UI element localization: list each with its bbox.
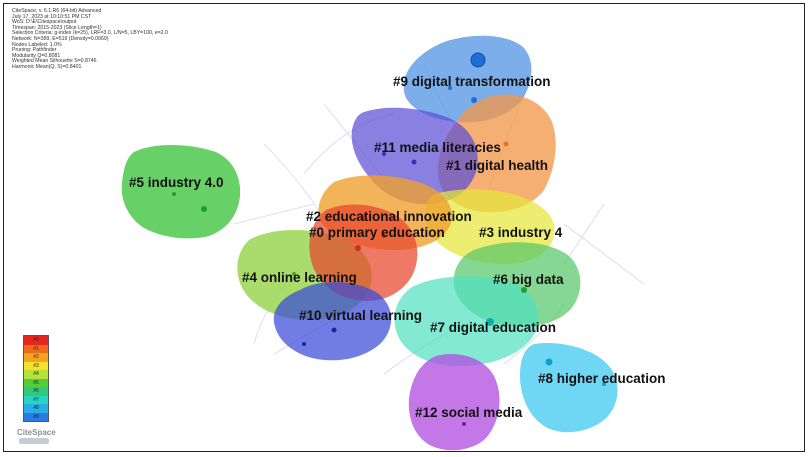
node [471,97,477,103]
node [503,141,509,147]
cluster-label-1: #1 digital health [446,158,548,173]
cluster-nodes [172,52,606,426]
node [201,206,207,212]
hull-0-primary-education [309,204,418,301]
legend-item: #9 [24,412,48,421]
node [302,342,306,346]
hull-8-higher-education [520,342,618,433]
meta-line: Network: N=389, E=519 (Density=0.0069) [12,35,109,42]
meta-line: CiteSpace, v. 6.1.R6 (64-bit) Advanced [12,8,102,14]
legend-item: #3 [24,361,48,370]
citespace-network-panel: CiteSpace, v. 6.1.R6 (64-bit) Advanced J… [3,3,805,452]
cluster-network-map[interactable]: #9 digital transformation #11 media lite… [4,4,804,451]
cluster-label-2: #2 educational innovation [306,209,472,224]
meta-line: Pruning: Pathfinder [12,47,57,54]
node [292,272,296,276]
cluster-label-9: #9 digital transformation [393,74,551,89]
cluster-label-10: #10 virtual learning [299,308,422,323]
legend-item: #6 [24,387,48,396]
node [602,382,606,386]
node [361,215,367,221]
meta-line: WoS: D:\E\Citespace\output [12,19,77,26]
hull-7-digital-education [394,276,539,366]
legend-item: #7 [24,395,48,404]
cluster-label-6: #6 big data [493,272,564,287]
legend-item: #8 [24,404,48,413]
node [486,318,494,326]
cluster-label-8: #8 higher education [538,371,666,386]
hull-10-virtual-learning [273,281,392,361]
hull-5-industry [121,145,241,239]
cluster-label-5: #5 industry 4.0 [129,175,224,190]
meta-line: Timespan: 2015-2023 (Slice Length=1) [12,24,102,31]
node [382,234,386,238]
meta-line: Weighted Mean Silhouette S=0.8746 [12,58,97,65]
node [521,287,527,293]
node [411,159,417,165]
cluster-label-4: #4 online learning [242,270,357,285]
cluster-label-0: #0 primary education [309,225,445,240]
legend-item: #4 [24,370,48,379]
legend-item: #2 [24,353,48,362]
cluster-label-7: #7 digital education [430,320,556,335]
logo-underbar [19,438,49,444]
cluster-label-11: #11 media literacies [374,140,501,155]
meta-line: Modularity Q=0.8081 [12,52,61,59]
node [355,245,361,251]
node [331,327,337,333]
meta-line: July 17, 2023 at 10:10:51 PM CST [12,13,92,20]
cluster-label-3: #3 industry 4 [479,225,563,240]
hull-12-social-media [408,354,500,451]
meta-line: Nodes Labeled: 1.0% [12,41,62,48]
citespace-logo: CiteSpace [17,428,56,437]
node [448,86,452,90]
cluster-labels: #9 digital transformation #11 media lite… [129,74,666,420]
cluster-label-12: #12 social media [415,405,523,420]
legend-item: #1 [24,344,48,353]
legend-item: #5 [24,378,48,387]
meta-line: Harmonic Mean(Q, S)=0.8401 [12,63,82,70]
node [382,152,386,156]
legend-item: #0 [24,336,48,345]
analysis-metadata: CiteSpace, v. 6.1.R6 (64-bit) Advanced J… [12,8,168,71]
node-hub [470,52,486,68]
node [462,422,466,426]
node [172,192,176,196]
cluster-hulls [121,35,618,451]
node [545,358,553,366]
cluster-color-legend: #0 #1 #2 #3 #4 #5 #6 #7 #8 #9 [23,335,49,422]
meta-line: Selection Criteria: g-index (k=25), LRF=… [12,30,168,37]
